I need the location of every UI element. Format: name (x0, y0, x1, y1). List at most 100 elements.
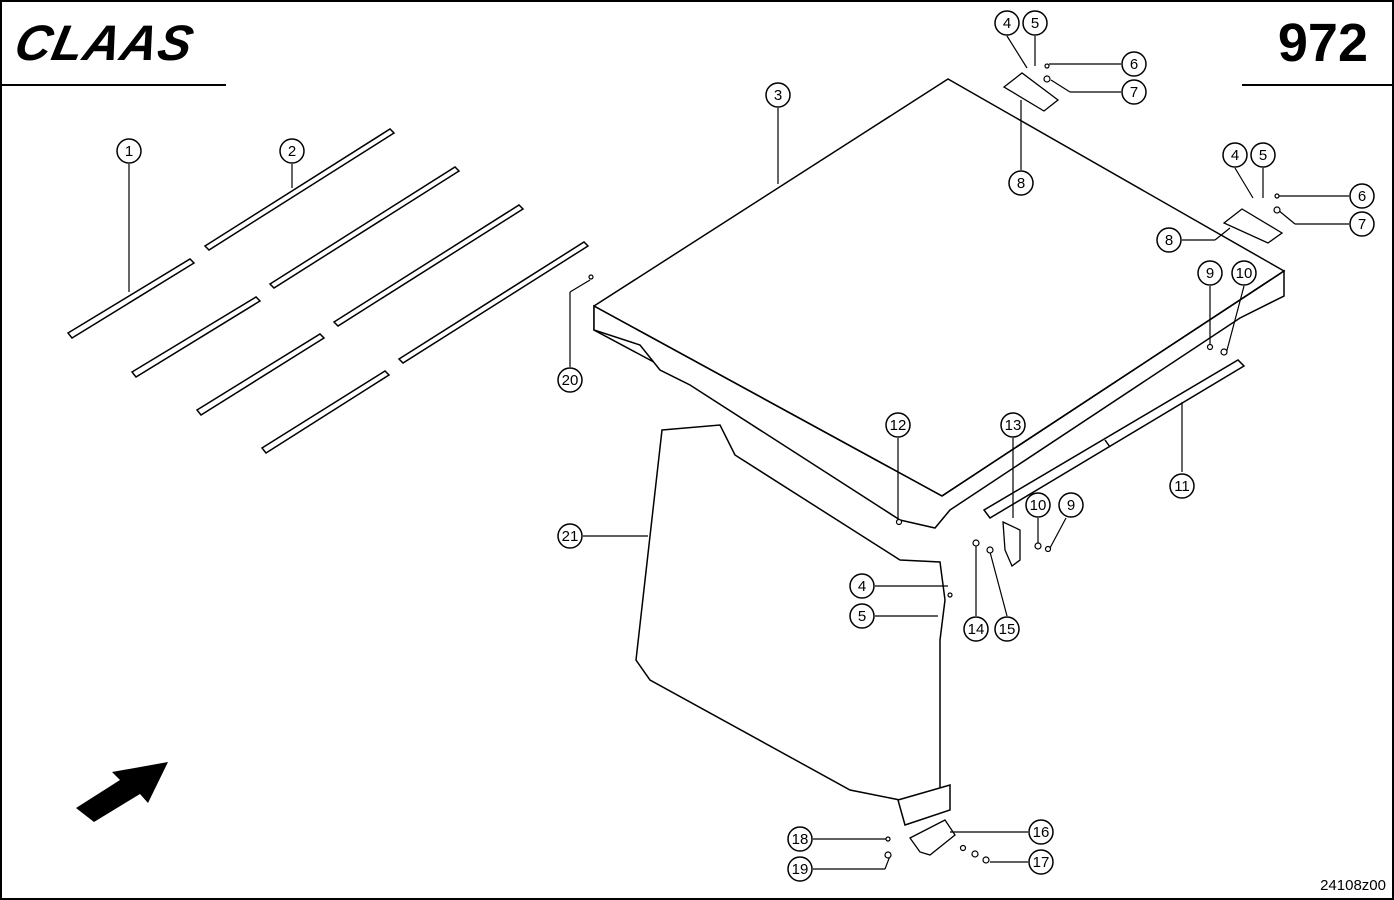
hinges (1002, 72, 1284, 244)
callout-11: 11 (1169, 473, 1195, 499)
callout-label: 14 (968, 621, 985, 638)
callout-label: 10 (1236, 265, 1253, 282)
hardware (588, 63, 1281, 864)
callout-label: 9 (1206, 265, 1214, 282)
callout-4: 4 (994, 10, 1020, 36)
callout-label: 16 (1033, 824, 1050, 841)
direction-arrow (76, 762, 168, 822)
callout-16: 16 (1028, 819, 1054, 845)
brand-logo: CLAAS (10, 15, 200, 71)
callout-circle (994, 616, 1020, 642)
callout-label: 5 (858, 608, 866, 625)
callout-circle (849, 603, 875, 629)
callout-2: 2 (279, 138, 305, 164)
callout-7: 7 (1121, 79, 1147, 105)
callout-circle (557, 367, 583, 393)
gas-strut (982, 359, 1246, 519)
callout-14: 14 (963, 616, 989, 642)
callout-circle (557, 523, 583, 549)
callout-label: 12 (890, 417, 907, 434)
callout-circle (1000, 412, 1026, 438)
callout-circle (1008, 170, 1034, 196)
callout-circle (1028, 849, 1054, 875)
callout-5: 5 (1250, 142, 1276, 168)
callout-18: 18 (787, 826, 813, 852)
callout-circle (1349, 211, 1375, 237)
callout-label: 4 (1003, 15, 1011, 32)
callout-6: 6 (1121, 51, 1147, 77)
callout-8: 8 (1156, 227, 1182, 253)
callout-circle (1231, 260, 1257, 286)
callout-circle (1250, 142, 1276, 168)
callout-1: 1 (116, 138, 142, 164)
callout-label: 7 (1130, 84, 1138, 101)
callout-circle (1025, 492, 1051, 518)
callout-circle (1197, 260, 1223, 286)
callout-circle (787, 856, 813, 882)
callout-5: 5 (1022, 10, 1048, 36)
callout-circle (1022, 10, 1048, 36)
callout-label: 13 (1005, 417, 1022, 434)
callout-label: 21 (562, 528, 579, 545)
callout-label: 8 (1165, 232, 1173, 249)
callout-label: 10 (1030, 497, 1047, 514)
callout-13: 13 (1000, 412, 1026, 438)
callout-19: 19 (787, 856, 813, 882)
callout-9: 9 (1058, 492, 1084, 518)
callout-circle (787, 826, 813, 852)
callout-3: 3 (765, 82, 791, 108)
callout-label: 5 (1031, 15, 1039, 32)
callout-circle (1121, 79, 1147, 105)
callout-circle (1169, 473, 1195, 499)
callout-circle (279, 138, 305, 164)
callout-circle (116, 138, 142, 164)
callout-label: 18 (792, 831, 809, 848)
bracket (1002, 520, 1021, 568)
side-panel (635, 424, 951, 826)
callout-label: 4 (858, 578, 866, 595)
callout-label: 4 (1231, 147, 1239, 164)
callout-label: 9 (1067, 497, 1075, 514)
callout-20: 20 (557, 367, 583, 393)
callout-5: 5 (849, 603, 875, 629)
callout-17: 17 (1028, 849, 1054, 875)
callout-label: 6 (1358, 188, 1366, 205)
callout-label: 15 (999, 621, 1016, 638)
callout-circle (885, 412, 911, 438)
callout-12: 12 (885, 412, 911, 438)
callout-circle (1121, 51, 1147, 77)
callout-circle (963, 616, 989, 642)
callout-21: 21 (557, 523, 583, 549)
callout-8: 8 (1008, 170, 1034, 196)
callout-circle (1028, 819, 1054, 845)
callout-4: 4 (1222, 142, 1248, 168)
callout-circle (1156, 227, 1182, 253)
callout-label: 11 (1174, 478, 1190, 495)
callout-label: 20 (562, 372, 579, 389)
leader-lines (128, 35, 1349, 870)
strips (66, 128, 590, 454)
callout-label: 7 (1358, 216, 1366, 233)
callout-circle (994, 10, 1020, 36)
callout-9: 9 (1197, 260, 1223, 286)
callout-label: 17 (1033, 854, 1050, 871)
callout-10: 10 (1231, 260, 1257, 286)
callout-7: 7 (1349, 211, 1375, 237)
roof-panel (593, 78, 1286, 529)
callout-label: 19 (792, 861, 809, 878)
callout-circle (1349, 183, 1375, 209)
callout-circle (849, 573, 875, 599)
callout-label: 5 (1259, 147, 1267, 164)
bottom-bracket (909, 819, 956, 856)
callout-label: 2 (288, 143, 296, 160)
callout-circle (1222, 142, 1248, 168)
callout-6: 6 (1349, 183, 1375, 209)
callout-circle (765, 82, 791, 108)
callout-4: 4 (849, 573, 875, 599)
callout-10: 10 (1025, 492, 1051, 518)
callout-label: 8 (1017, 175, 1025, 192)
callout-label: 6 (1130, 56, 1138, 73)
